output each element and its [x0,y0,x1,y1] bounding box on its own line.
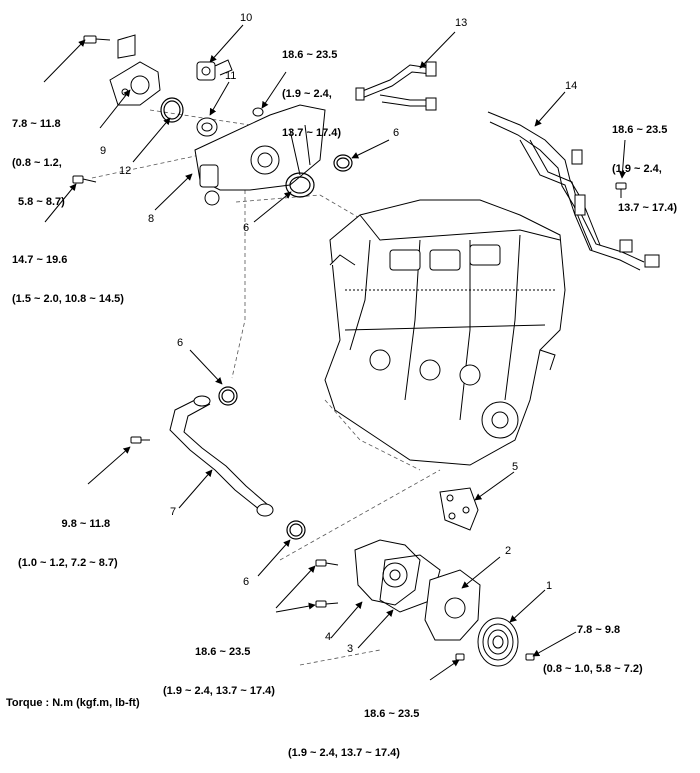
callout-9: 9 [100,145,107,157]
leader-arrows [43,24,626,681]
callout-10: 10 [240,12,253,24]
callout-1: 1 [546,580,553,592]
o-ring-6-housing [285,172,315,198]
bolts-pump [315,559,535,661]
assembly-guide-lines [91,109,441,666]
gasket-5 [439,487,479,531]
torque-pipe: 9.8 ~ 11.8 (1.0 ~ 1.2, 7.2 ~ 8.7) [18,518,118,569]
torque-mid-left: 14.7 ~ 19.6 (1.5 ~ 2.0, 10.8 ~ 14.5) [12,254,124,305]
callout-8: 8 [148,213,155,225]
callout-6-pipe-bottom: 6 [243,576,250,588]
water-pump-body [354,539,421,606]
engine-block-illustration [324,199,566,466]
callout-6-housing: 6 [243,222,250,234]
callout-5: 5 [512,461,519,473]
bolt-top-right [615,182,627,198]
callout-13: 13 [455,17,468,29]
callout-6-pipe-top: 6 [177,337,184,349]
small-nut-housing [252,107,264,117]
callout-7: 7 [170,506,177,518]
temperature-sensor [196,59,233,81]
bolt-top-left [83,35,111,44]
torque-top-center: 18.6 ~ 23.5 (1.9 ~ 2.4, 13.7 ~ 17.4) [282,49,342,139]
pulley-1 [477,617,519,667]
torque-pump: 18.6 ~ 23.5 (1.9 ~ 2.4, 13.7 ~ 17.4) [163,646,275,697]
thermostat [196,117,218,137]
exploded-view-diagram [43,24,660,681]
callout-6-right: 6 [393,127,400,139]
bypass-hose [355,61,437,111]
bolt-mid-left [72,175,97,184]
bolt-pipe [130,436,150,444]
callout-12: 12 [119,165,132,177]
torque-pulley: 7.8 ~ 9.8 (0.8 ~ 1.0, 5.8 ~ 7.2) [543,624,643,675]
o-ring-6-upper-pipe [218,386,238,406]
heater-hose-assembly [487,111,660,271]
torque-bottom: 18.6 ~ 23.5 (1.9 ~ 2.4, 13.7 ~ 17.4) [288,708,420,759]
torque-units-footer: Torque : N.m (kgf.m, lb-ft) [6,697,140,709]
o-ring-6-pump [286,520,306,540]
thermostat-housing [194,104,326,206]
coolant-outlet-fitting [109,34,161,106]
o-ring-6-right [333,154,353,172]
callout-14: 14 [565,80,578,92]
torque-top-right: 18.6 ~ 23.5 (1.9 ~ 2.4, 13.7 ~ 17.4) [612,124,678,214]
callout-2: 2 [505,545,512,557]
water-inlet-pipe [169,395,274,517]
callout-11: 11 [225,70,237,82]
o-ring-12 [160,97,184,123]
callout-3: 3 [347,643,354,655]
callout-4: 4 [325,631,332,643]
torque-top-left: 7.8 ~ 11.8 (0.8 ~ 1.2, 5.8 ~ 8.7) [12,118,65,208]
